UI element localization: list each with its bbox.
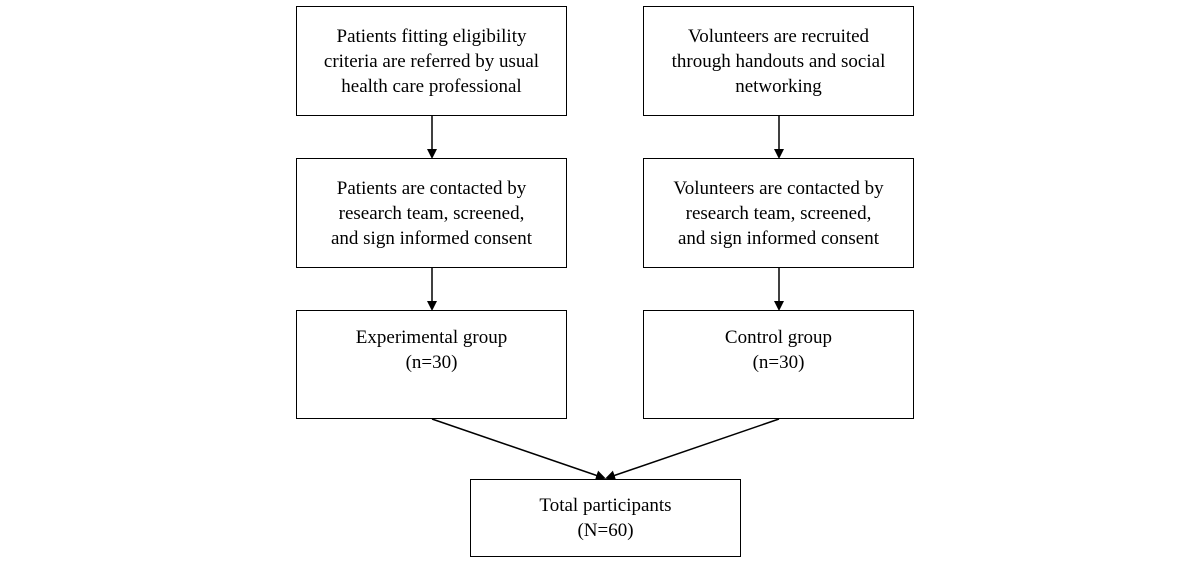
referral-text-line-2: criteria are referred by usual	[323, 50, 540, 72]
recruitment-text-line-1: Volunteers are recruited	[687, 25, 870, 47]
control-group-count: (n=30)	[752, 352, 805, 373]
referral-text-line-1: Patients fitting eligibility	[336, 25, 527, 47]
patient-screening-text-line-1: Patients are contacted by	[336, 177, 527, 199]
total-participants-count: (N=60)	[577, 520, 634, 541]
referral-box: Patients fitting eligibility criteria ar…	[296, 6, 567, 116]
recruitment-text-line-3: networking	[735, 75, 822, 97]
recruitment-text-line-2: through handouts and social	[671, 50, 886, 72]
patient-screening-text-line-3: and sign informed consent	[330, 227, 533, 249]
referral-text-line-3: health care professional	[341, 75, 522, 97]
total-participants-label: Total participants	[539, 495, 672, 516]
experimental-group-label: Experimental group	[355, 327, 508, 348]
patient-screening-box: Patients are contacted by research team,…	[296, 158, 567, 268]
control-group-box: Control group (n=30)	[643, 310, 914, 419]
total-participants-box: Total participants (N=60)	[470, 479, 741, 557]
volunteer-screening-text-line-3: and sign informed consent	[677, 227, 880, 249]
volunteer-screening-text-line-1: Volunteers are contacted by	[673, 177, 884, 199]
experimental-group-box: Experimental group (n=30)	[296, 310, 567, 419]
patient-screening-text-line-2: research team, screened,	[338, 202, 525, 224]
arrow-control-to-total	[605, 418, 780, 481]
arrow-experimental-to-total	[431, 418, 606, 481]
experimental-group-count: (n=30)	[405, 352, 458, 373]
volunteer-screening-box: Volunteers are contacted by research tea…	[643, 158, 914, 268]
volunteer-recruitment-box: Volunteers are recruited through handout…	[643, 6, 914, 116]
volunteer-screening-text-line-2: research team, screened,	[685, 202, 872, 224]
control-group-label: Control group	[724, 327, 833, 348]
